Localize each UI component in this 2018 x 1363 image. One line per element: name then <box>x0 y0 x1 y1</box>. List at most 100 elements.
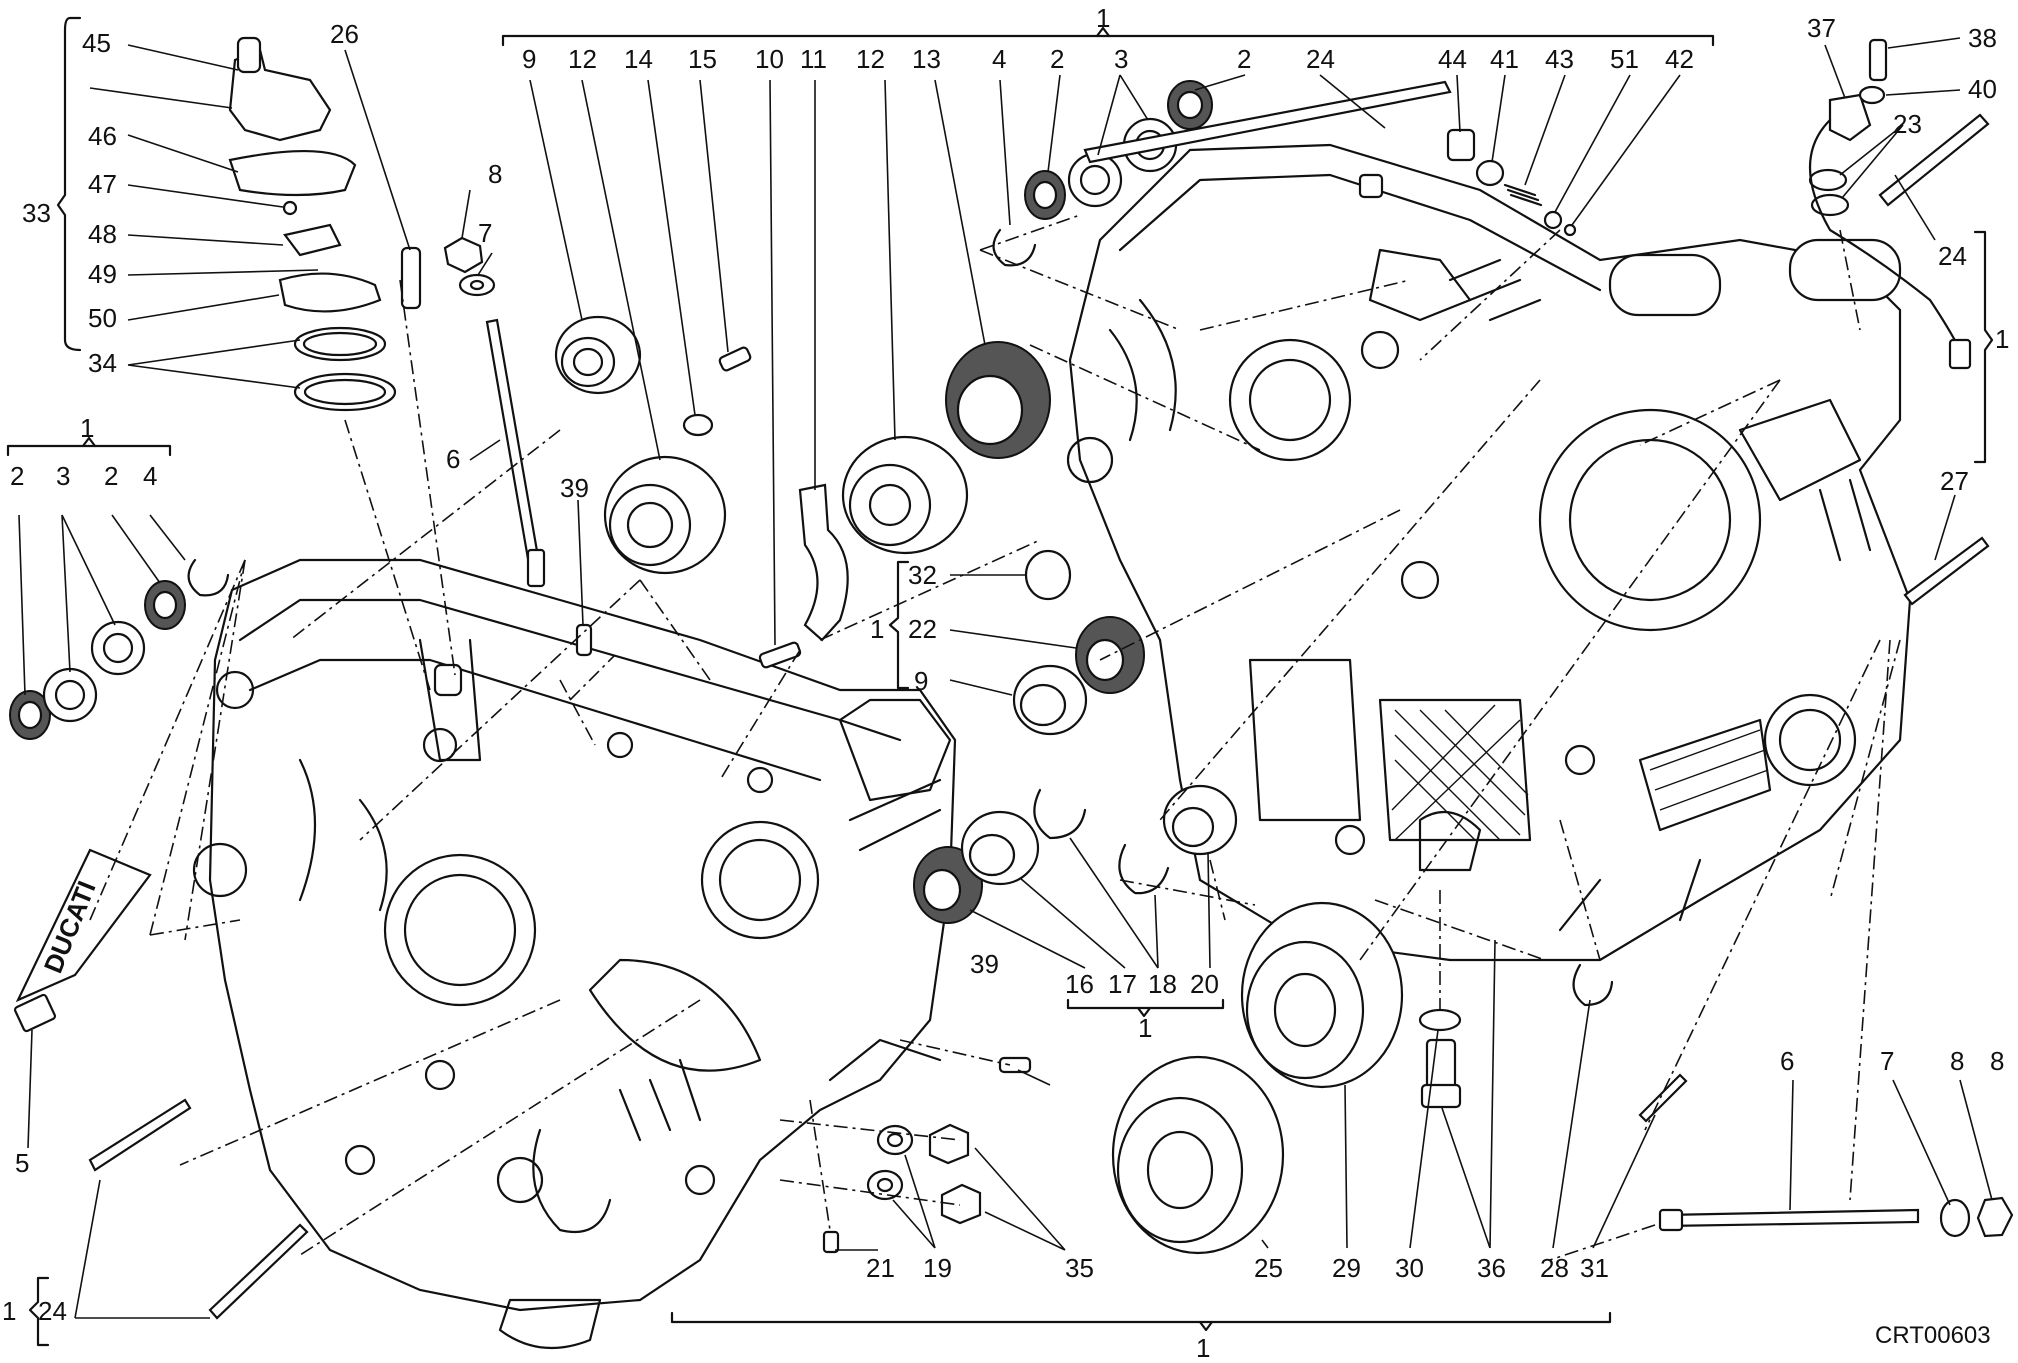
callout-label: 20 <box>1190 969 1219 999</box>
callout-label: 46 <box>88 121 117 151</box>
callout-label: 22 <box>908 614 937 644</box>
bearing-12-middle <box>841 435 969 555</box>
callout-label: 26 <box>330 19 359 49</box>
callout-label: 3 <box>56 461 70 491</box>
drawing-code: CRT00603 <box>1875 1322 1991 1349</box>
left-crankcase-half <box>192 558 957 1350</box>
bearing-group-16-20 <box>913 784 1238 924</box>
washer-14 <box>682 413 714 437</box>
grease-tube: DUCATI <box>13 848 152 1033</box>
callout-label: 12 <box>568 44 597 74</box>
callout-label: 47 <box>88 169 117 199</box>
callout-label: 45 <box>82 28 111 58</box>
callout-label: 1 <box>1096 3 1110 33</box>
callout-label: 8 <box>488 159 502 189</box>
callout-label: 11 <box>800 44 827 74</box>
callout-label: 42 <box>1665 44 1694 74</box>
bearing-12-upper <box>603 455 727 575</box>
callout-label: 39 <box>560 473 589 503</box>
callout-label: 48 <box>88 219 117 249</box>
callout-label: 44 <box>1438 44 1467 74</box>
nut-washer-upper <box>443 236 496 297</box>
callout-label: 14 <box>624 44 653 74</box>
callout-label: 27 <box>1940 466 1969 496</box>
callout-label: 32 <box>908 560 937 590</box>
callout-label: 25 <box>1254 1253 1283 1283</box>
circlip-28 <box>1572 963 1614 1007</box>
callout-label: 31 <box>1580 1253 1609 1283</box>
callout-label: 23 <box>1893 109 1922 139</box>
callout-label: 3 <box>1114 44 1128 74</box>
callout-label: 28 <box>1540 1253 1569 1283</box>
callout-label: 39 <box>970 949 999 979</box>
callout-label: 33 <box>22 198 51 228</box>
plunger-parts <box>1446 128 1577 237</box>
callout-label: 12 <box>856 44 885 74</box>
callout-label: 7 <box>478 218 492 248</box>
callout-label: 51 <box>1610 44 1639 74</box>
callout-labels: 1 45 26 46 47 33 48 49 50 34 8 7 6 1 2 3… <box>2 3 2009 1363</box>
callout-label: 16 <box>1065 969 1094 999</box>
callout-label: 24 <box>1306 44 1335 74</box>
screw-26 <box>400 246 422 310</box>
callout-label: 4 <box>143 461 157 491</box>
callout-label: 8 <box>1990 1046 2004 1076</box>
callout-label: 6 <box>446 444 460 474</box>
screw-10 <box>758 641 802 669</box>
washer-30 <box>1418 1008 1462 1032</box>
ring-set-left <box>9 558 230 740</box>
callout-label: 36 <box>1477 1253 1506 1283</box>
screw-15 <box>718 346 752 372</box>
callout-label: 9 <box>914 666 928 696</box>
bearing-9-upper <box>554 315 642 395</box>
callout-label: 17 <box>1108 969 1137 999</box>
callout-label: 34 <box>88 348 117 378</box>
callout-label: 41 <box>1490 44 1519 74</box>
stud-lower <box>1658 1196 2014 1238</box>
callout-label: 1 <box>1196 1333 1210 1363</box>
callout-label: 5 <box>15 1148 29 1178</box>
callout-label: 30 <box>1395 1253 1424 1283</box>
callout-label: 18 <box>1148 969 1177 999</box>
stud-upper <box>485 318 546 588</box>
callout-label: 24 <box>38 1296 67 1326</box>
callout-label: 50 <box>88 303 117 333</box>
callout-label: 19 <box>923 1253 952 1283</box>
callout-label: 13 <box>912 44 941 74</box>
assembly-axes <box>89 214 1901 1261</box>
bearing-29 <box>1240 901 1404 1089</box>
callout-label: 1 <box>80 413 94 443</box>
callout-label: 6 <box>1780 1046 1794 1076</box>
bracket-11 <box>798 483 849 642</box>
bolt-24-right <box>1878 113 1990 207</box>
breather-assembly <box>228 36 397 412</box>
callout-label: 49 <box>88 259 117 289</box>
callout-label: 24 <box>1938 241 1967 271</box>
callout-label: 10 <box>755 44 784 74</box>
drain-plug-36 <box>1420 1038 1462 1109</box>
callout-label: 1 <box>1138 1013 1152 1043</box>
bolt-24-left-b <box>208 1223 309 1320</box>
callout-label: 2 <box>104 461 118 491</box>
callout-label: 8 <box>1950 1046 1964 1076</box>
callout-label: 1 <box>870 614 884 644</box>
dowel-39-lower <box>998 1056 1032 1074</box>
callout-label: 2 <box>1237 44 1251 74</box>
leader-lines <box>18 37 1993 1319</box>
plugs-washers-lower <box>822 1123 982 1254</box>
callout-label: 43 <box>1545 44 1574 74</box>
callout-label: 2 <box>1050 44 1064 74</box>
callout-label: 9 <box>522 44 536 74</box>
bolt-24-left-a <box>88 1098 192 1172</box>
callout-label: 2 <box>10 461 24 491</box>
right-crankcase-half <box>1066 143 1912 962</box>
bearing-25 <box>1111 1055 1285 1255</box>
braces <box>6 16 1994 1347</box>
callout-label: 37 <box>1807 13 1836 43</box>
callout-label: 7 <box>1880 1046 1894 1076</box>
bolt-24-top <box>1083 80 1452 164</box>
bolt-27 <box>1903 536 1990 606</box>
callout-label: 38 <box>1968 23 1997 53</box>
callout-label: 40 <box>1968 74 1997 104</box>
